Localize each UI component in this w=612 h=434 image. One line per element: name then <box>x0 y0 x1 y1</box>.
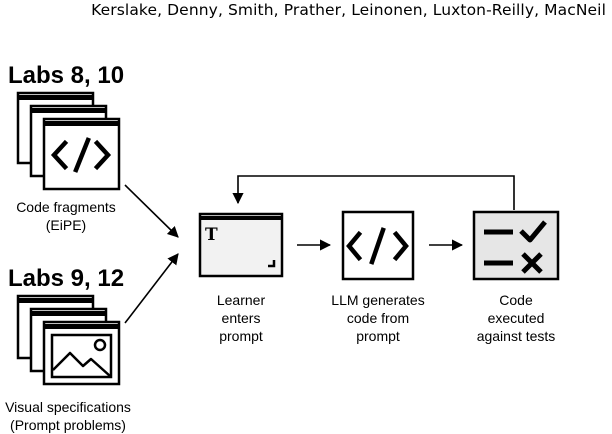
step-label-line: prompt <box>219 328 263 344</box>
step-label-tests: Code executed against tests <box>461 291 571 345</box>
test-results-box <box>472 210 560 281</box>
step-label-line: enters <box>221 310 261 326</box>
step-label-learner: Learner enters prompt <box>191 291 291 345</box>
caption-line: Visual specifications <box>5 399 131 415</box>
step-label-line: code from <box>346 310 410 326</box>
step-label-line: Code <box>499 292 533 308</box>
running-header-authors: Kerslake, Denny, Smith, Prather, Leinone… <box>91 1 606 19</box>
test-results-icon <box>484 220 547 274</box>
arrow-feedback-loop <box>232 175 515 210</box>
caption-line: (EiPE) <box>45 217 87 233</box>
code-brackets-icon <box>50 137 112 173</box>
visual-specifications-card-stack <box>16 294 121 386</box>
stack-card-middle-header <box>32 311 105 316</box>
step-label-line: against tests <box>476 328 556 344</box>
arrow-code-fragments-to-prompt <box>124 184 179 238</box>
step-label-line: LLM generates <box>331 292 425 308</box>
group-caption-code-fragments: Code fragments (EiPE) <box>6 198 126 234</box>
cross-icon <box>521 252 543 274</box>
code-brackets-icon <box>346 227 409 265</box>
stack-card-middle-header <box>32 108 105 113</box>
arrow-visual-specs-to-prompt <box>124 253 179 324</box>
step-label-line: prompt <box>356 328 400 344</box>
step-label-llm: LLM generates code from prompt <box>318 291 438 345</box>
image-icon <box>50 333 113 379</box>
learner-prompt-box: T <box>198 212 284 278</box>
stack-card-front-header <box>45 324 118 329</box>
code-fragments-card-stack <box>16 91 121 191</box>
group-title-labs-9-12: Labs 9, 12 <box>8 265 125 292</box>
step-label-line: executed <box>487 310 545 326</box>
caption-line: (Prompt problems) <box>10 417 126 433</box>
step-label-line: Learner <box>216 292 266 308</box>
stack-card-back-header <box>19 95 92 100</box>
caption-line: Code fragments <box>16 199 116 215</box>
stack-card-front-header <box>45 121 118 126</box>
group-caption-visual-specifications: Visual specifications (Prompt problems) <box>0 398 136 434</box>
resize-corner-icon <box>268 260 276 268</box>
llm-code-box <box>341 210 415 281</box>
check-icon <box>519 220 547 243</box>
stack-card-back-header <box>19 298 92 303</box>
group-title-labs-8-10: Labs 8, 10 <box>8 62 125 89</box>
text-prompt-icon: T <box>205 225 218 245</box>
